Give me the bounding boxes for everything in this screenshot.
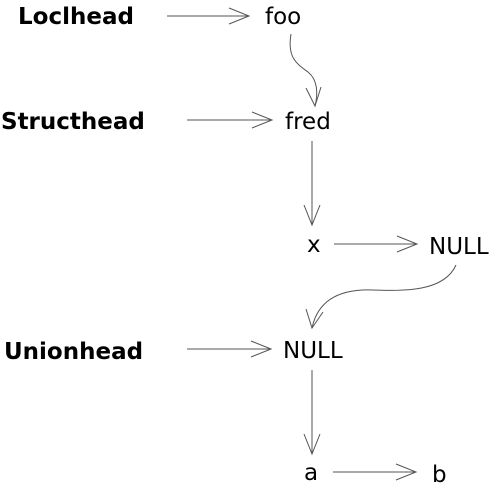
node-x: x: [307, 232, 321, 258]
loclhead-label: Loclhead: [18, 4, 134, 30]
edge-loclhead-foo: [167, 7, 251, 25]
node-fred: fred: [285, 109, 331, 135]
edge-null-to-union-null: [305, 264, 457, 330]
node-b: b: [432, 462, 447, 488]
edge-foo-fred: [289, 33, 322, 108]
edge-union-null-a: [303, 370, 321, 456]
node-null-union: NULL: [283, 338, 343, 364]
edge-structhead-fred: [187, 111, 274, 129]
node-null-x: NULL: [429, 234, 489, 260]
unionhead-label: Unionhead: [4, 339, 143, 365]
edge-a-b: [333, 463, 418, 481]
edge-x-null: [334, 235, 419, 253]
edge-fred-x: [303, 141, 321, 227]
structhead-label: Structhead: [1, 109, 145, 135]
node-foo: foo: [265, 4, 301, 30]
node-a: a: [304, 460, 318, 486]
edge-unionhead-null: [187, 340, 273, 358]
